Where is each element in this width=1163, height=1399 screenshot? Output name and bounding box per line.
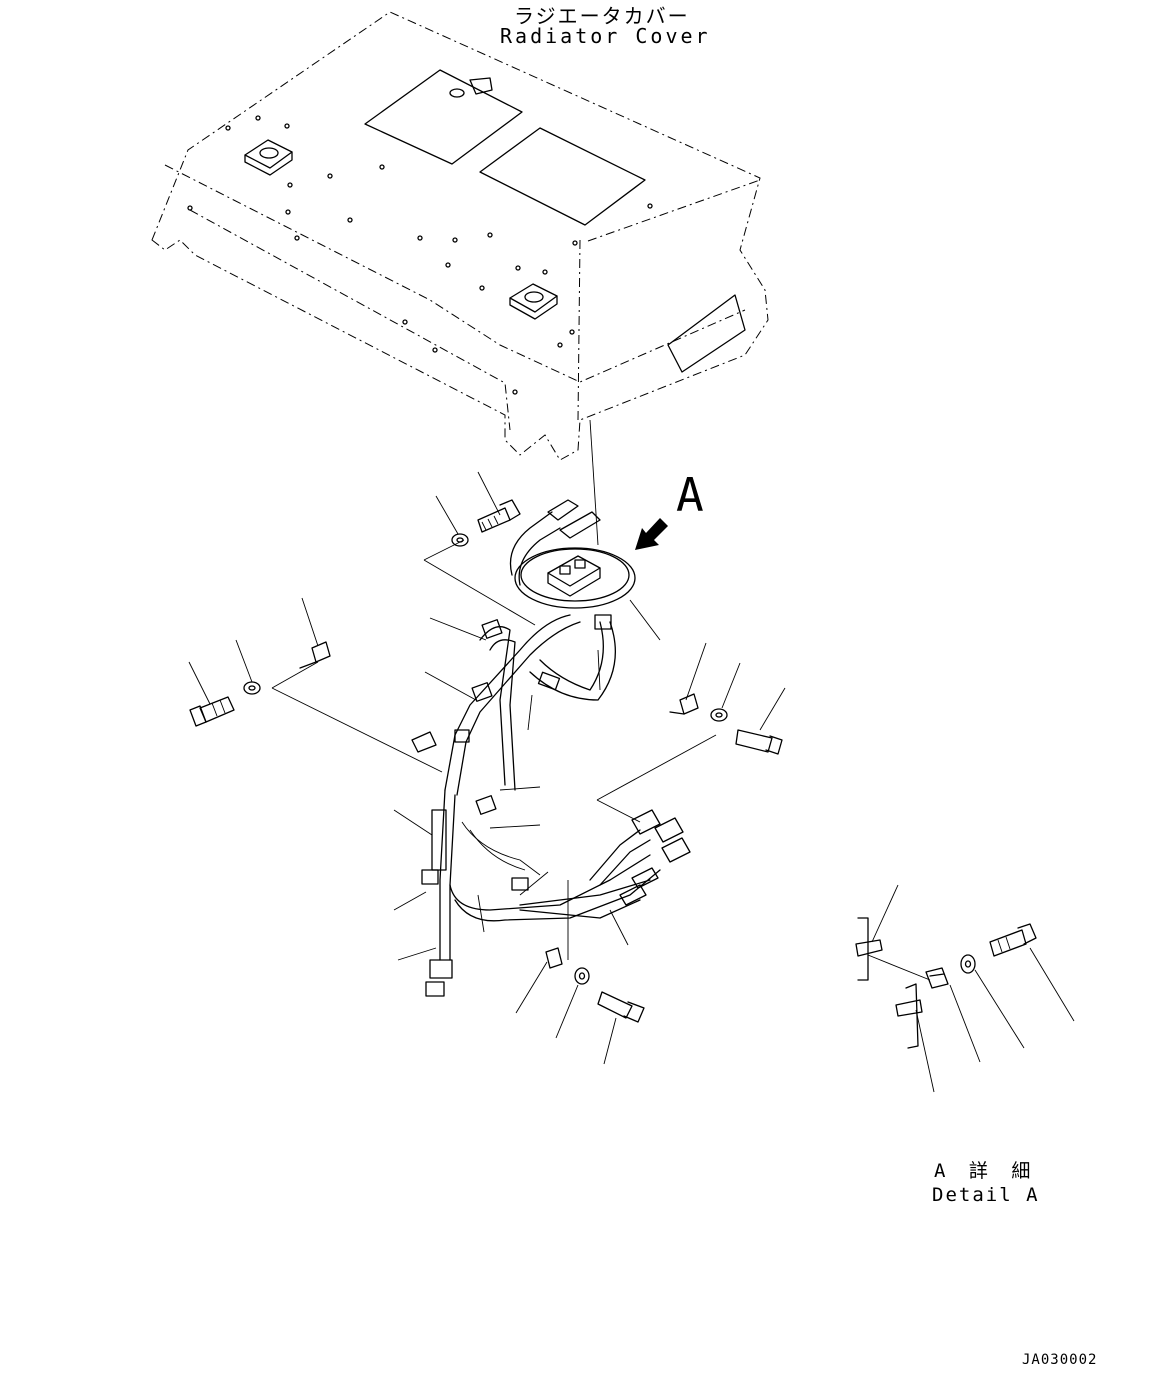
wiring-harness xyxy=(411,499,691,997)
connector-group-right xyxy=(619,809,691,906)
washer-bottom xyxy=(574,967,590,985)
washer-left xyxy=(243,681,261,695)
clip-bottom xyxy=(545,947,563,969)
view-a-label: A xyxy=(676,468,704,522)
bolt-top xyxy=(477,499,521,533)
detail-a-label-jp: A 詳 細 xyxy=(934,1160,1037,1182)
detail-a-drawing xyxy=(855,884,1075,1093)
clip-left xyxy=(299,641,331,669)
detail-a-label-en: Detail A xyxy=(932,1184,1040,1206)
washer-right xyxy=(710,708,728,722)
leader-lines xyxy=(188,471,786,1065)
radiator-cover-drawing xyxy=(151,11,769,461)
radiator-cover-label-en: Radiator Cover xyxy=(500,24,711,48)
clip-right xyxy=(669,693,699,715)
washer-top xyxy=(451,533,469,547)
bolt-bottom xyxy=(597,991,645,1023)
bolt-left xyxy=(189,696,235,727)
view-a-arrow xyxy=(635,518,668,550)
mount-boss-right xyxy=(509,283,558,320)
cover-leader-line xyxy=(589,419,599,546)
drawing-code: JA030002 xyxy=(1022,1352,1098,1368)
radiator-cover-label-jp: ラジエータカバー xyxy=(514,4,690,28)
mount-boss-left xyxy=(244,139,293,176)
bolt-right xyxy=(735,729,783,755)
